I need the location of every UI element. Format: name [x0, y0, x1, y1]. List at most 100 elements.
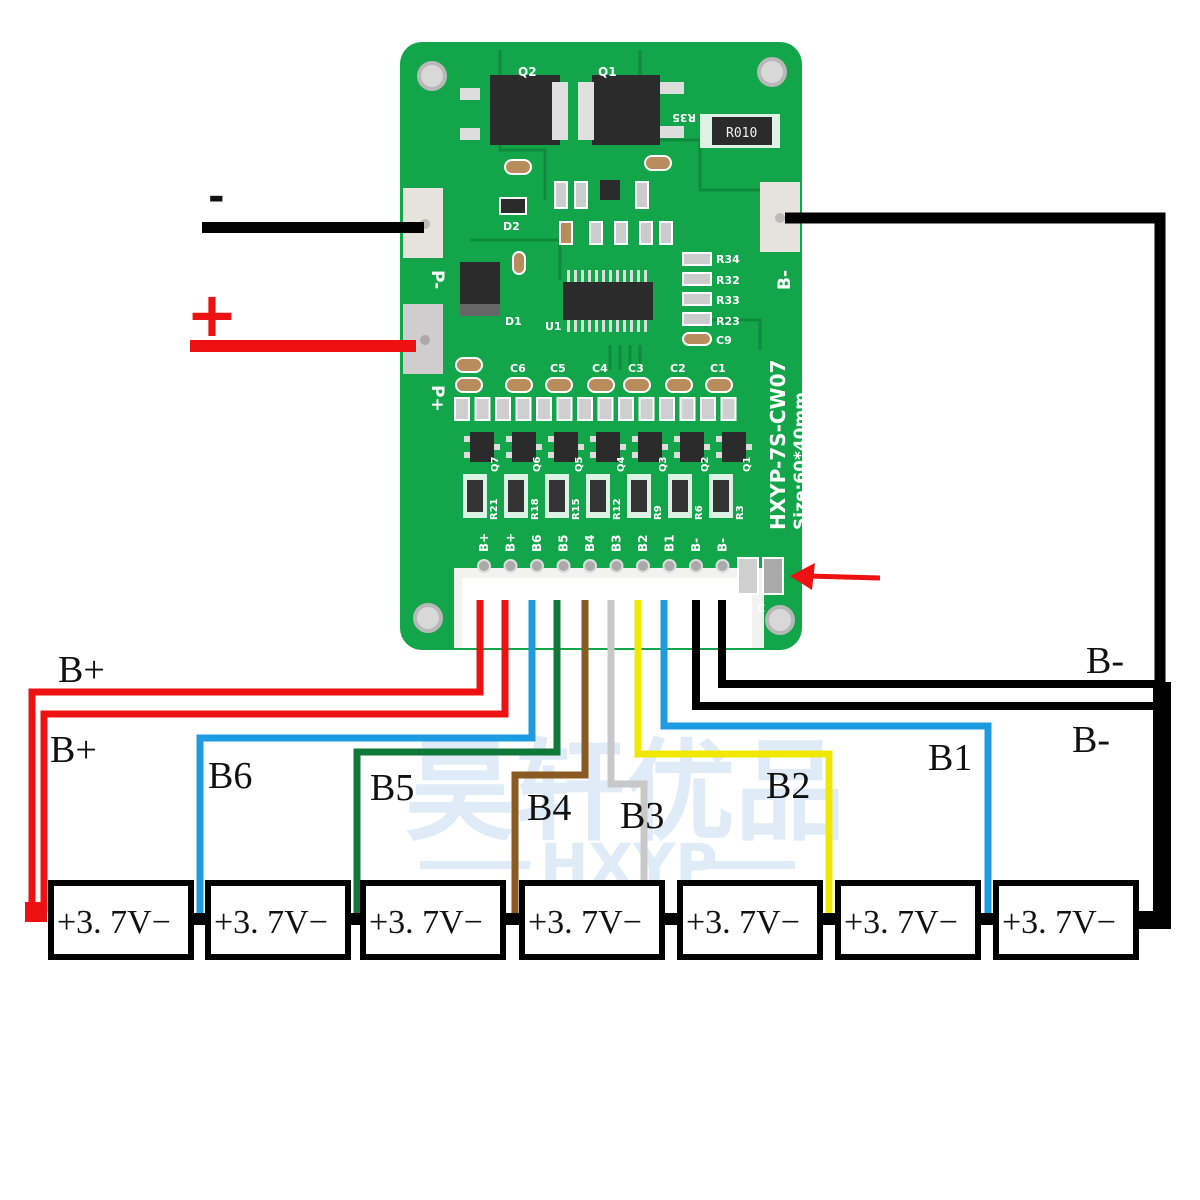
- resistor: [577, 397, 593, 421]
- wire-b-minus-2: [718, 600, 1160, 688]
- battery-cell: +3. 7V−: [835, 880, 996, 960]
- capacitor-label: C5: [550, 362, 566, 375]
- svg-text:Q1: Q1: [598, 65, 617, 79]
- resistor-label: R6: [694, 505, 705, 520]
- cell-body: [993, 880, 1139, 960]
- balance-fet: [554, 432, 578, 462]
- capacitor-label: C1: [710, 362, 726, 375]
- wire-b1: [660, 600, 992, 920]
- cell-link: [978, 913, 996, 925]
- balance-fet: [512, 432, 536, 462]
- pad-p-plus[interactable]: P+: [403, 304, 447, 412]
- resistor-label: R18: [530, 498, 541, 520]
- svg-text:R23: R23: [716, 315, 740, 328]
- cell-label: +3. 7V−: [686, 904, 800, 941]
- resistor-label: R3: [735, 505, 746, 520]
- fet-label: Q4: [616, 456, 627, 472]
- resistor-column: R34 R32 R33 R23 C9: [682, 252, 740, 347]
- fet-label: Q3: [658, 456, 669, 472]
- capacitor: [623, 377, 651, 393]
- resistor: [536, 397, 552, 421]
- resistor: [638, 397, 655, 421]
- smd-components: D2: [499, 155, 673, 275]
- capacitor: [665, 377, 693, 393]
- ntc-thermistor: [737, 557, 759, 595]
- wire-b-minus-main: [785, 212, 1166, 686]
- capacitor: [587, 377, 615, 393]
- mosfet-q1: Q1: [578, 65, 684, 145]
- diode-d1: D1: [460, 262, 522, 328]
- cell-label: +3. 7V−: [214, 904, 328, 941]
- resistor-label: R21: [489, 498, 500, 520]
- wire-b-minus-1: [692, 600, 1155, 710]
- cell-body: [205, 880, 351, 960]
- fet-label: Q1: [742, 456, 753, 472]
- wire-b5: [353, 600, 561, 920]
- wire-b2: [634, 600, 833, 920]
- pin-label: B+: [504, 533, 518, 552]
- svg-text:R34: R34: [716, 253, 740, 266]
- balance-wires: [25, 212, 1171, 929]
- svg-text:R32: R32: [716, 274, 740, 287]
- pin-label: B+: [477, 533, 491, 552]
- cell-link: [662, 913, 680, 925]
- pack-lead-minus: -: [202, 174, 424, 233]
- battery-cell: +3. 7V−: [205, 880, 363, 960]
- resistor: [720, 397, 737, 421]
- pin-label: B5: [557, 535, 571, 553]
- resistor: [700, 397, 716, 421]
- connector-pin: [636, 559, 650, 573]
- cell-body: [360, 880, 506, 960]
- label-b6: B6: [208, 755, 252, 797]
- capacitor-label: C6: [510, 362, 526, 375]
- wire-b4: [511, 600, 589, 920]
- cell-label: +3. 7V−: [369, 904, 483, 941]
- cell-link: [191, 913, 208, 925]
- pin-label: B2: [636, 535, 650, 553]
- pack-lead-plus: +: [186, 278, 416, 352]
- pin-label: B3: [610, 535, 624, 553]
- wire-b-plus-outer: [28, 600, 484, 912]
- label-b5: B5: [370, 767, 414, 809]
- balance-fet: [722, 432, 746, 462]
- connector-pin: [556, 559, 571, 573]
- resistor: [659, 397, 675, 421]
- capacitor-label: C3: [628, 362, 644, 375]
- connector-pin: [689, 559, 703, 573]
- capacitor-label: C2: [670, 362, 686, 375]
- balance-fet: [680, 432, 704, 462]
- pin-label: B-: [689, 538, 703, 552]
- capacitor: [455, 357, 483, 373]
- plus-symbol: +: [186, 278, 238, 351]
- capacitor: [505, 377, 533, 393]
- board-size: Size:60*40mm: [791, 392, 811, 530]
- b-plus-terminal: [25, 902, 47, 922]
- connector-pin: [715, 559, 730, 573]
- resistor-label: R9: [653, 505, 664, 520]
- capacitor-label: C4: [592, 362, 608, 375]
- svg-text:R33: R33: [716, 294, 740, 307]
- wire-b3: [607, 600, 648, 920]
- svg-text:U1: U1: [545, 320, 562, 333]
- label-b-plus-1: B+: [58, 649, 105, 691]
- cell-link: [503, 913, 522, 925]
- connector-pin: [662, 559, 677, 573]
- balance-fet: [470, 432, 494, 462]
- cell-label: +3. 7V−: [57, 904, 171, 941]
- balance-resistor-row: [454, 397, 737, 421]
- pcb: [400, 42, 802, 650]
- connector-pin: [530, 559, 544, 573]
- label-b-minus-1: B-: [1086, 640, 1124, 682]
- resistor: [556, 397, 573, 421]
- fet-label: Q2: [700, 456, 711, 472]
- svg-text:C9: C9: [716, 334, 732, 347]
- balance-fet: [638, 432, 662, 462]
- pointer-arrow: [790, 563, 881, 590]
- connector-pin: [609, 559, 624, 573]
- battery-cell: +3. 7V−: [519, 880, 680, 960]
- battery-cell: +3. 7V−: [993, 880, 1139, 960]
- battery-cell: +3. 7V−: [677, 880, 838, 960]
